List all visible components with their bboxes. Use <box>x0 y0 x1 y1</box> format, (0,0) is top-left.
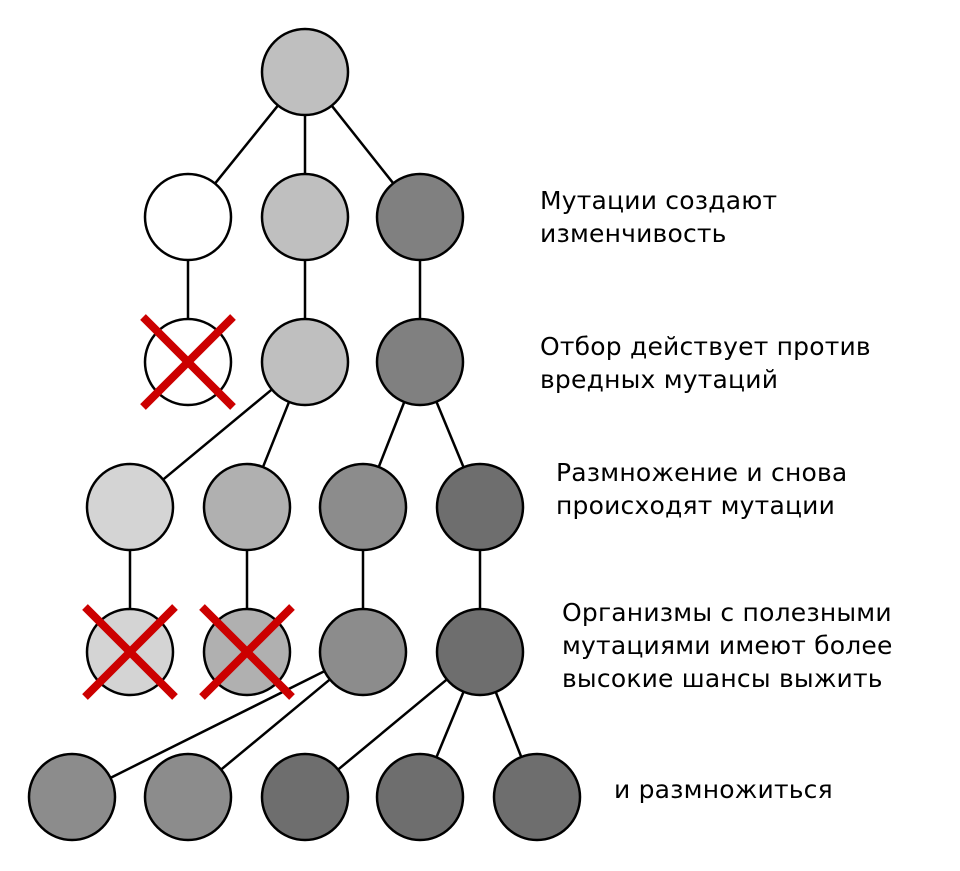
eliminated-cross-icon <box>82 604 178 700</box>
tree-edge-root-g1a <box>214 104 279 185</box>
organism-node-g4c <box>318 607 408 697</box>
organism-node-g5c <box>260 752 350 842</box>
tree-edge-g2b-g3a <box>162 388 273 481</box>
tree-edge-g2b-g3b <box>261 401 291 468</box>
organism-node-g3c <box>318 462 408 552</box>
caption-and-reproduce: и размножиться <box>614 773 833 806</box>
organism-node-g1a <box>143 172 233 262</box>
caption-line: высокие шансы выжить <box>562 664 883 693</box>
organism-node-g2b <box>260 317 350 407</box>
tree-edge-g2c-g3c <box>377 401 406 468</box>
organism-node-g3a <box>85 462 175 552</box>
tree-edges <box>109 104 523 779</box>
organism-node-g4d <box>435 607 525 697</box>
caption-selection-against-harmful: Отбор действует против вредных мутаций <box>540 330 871 396</box>
organism-node-g5d <box>375 752 465 842</box>
tree-edge-root-g1c <box>330 104 395 185</box>
organism-node-g3b <box>202 462 292 552</box>
tree-edge-g2c-g3d <box>435 401 465 468</box>
caption-line: происходят мутации <box>556 491 836 520</box>
caption-line: мутациями имеют более <box>562 631 893 660</box>
tree-edge-g4d-g5e <box>494 691 523 758</box>
caption-line: вредных мутаций <box>540 365 779 394</box>
organism-node-root <box>260 27 350 117</box>
cross-stroke <box>140 314 236 410</box>
cross-stroke <box>199 604 295 700</box>
organism-node-g5b <box>143 752 233 842</box>
organism-node-g3d <box>435 462 525 552</box>
organism-node-g5a <box>27 752 117 842</box>
caption-line: изменчивость <box>540 219 727 248</box>
cross-stroke <box>82 604 178 700</box>
caption-line: и размножиться <box>614 775 833 804</box>
tree-edge-g4d-g5c <box>337 678 448 771</box>
tree-edge-g4c-g5b <box>220 678 331 771</box>
caption-beneficial-survive: Организмы с полезными мутациями имеют бо… <box>562 596 893 695</box>
tree-nodes <box>27 27 582 842</box>
caption-line: Мутации создают <box>540 186 778 215</box>
organism-node-g2c <box>375 317 465 407</box>
caption-line: Размножение и снова <box>556 458 848 487</box>
elimination-crosses <box>82 314 295 700</box>
caption-line: Организмы с полезными <box>562 598 892 627</box>
organism-node-g1b <box>260 172 350 262</box>
eliminated-cross-icon <box>140 314 236 410</box>
organism-node-g1c <box>375 172 465 262</box>
organism-node-g5e <box>492 752 582 842</box>
eliminated-cross-icon <box>199 604 295 700</box>
caption-reproduction-mutations: Размножение и снова происходят мутации <box>556 456 847 522</box>
caption-line: Отбор действует против <box>540 332 871 361</box>
tree-edge-g4d-g5d <box>435 691 465 758</box>
caption-mutations-create-variation: Мутации создают изменчивость <box>540 184 777 250</box>
